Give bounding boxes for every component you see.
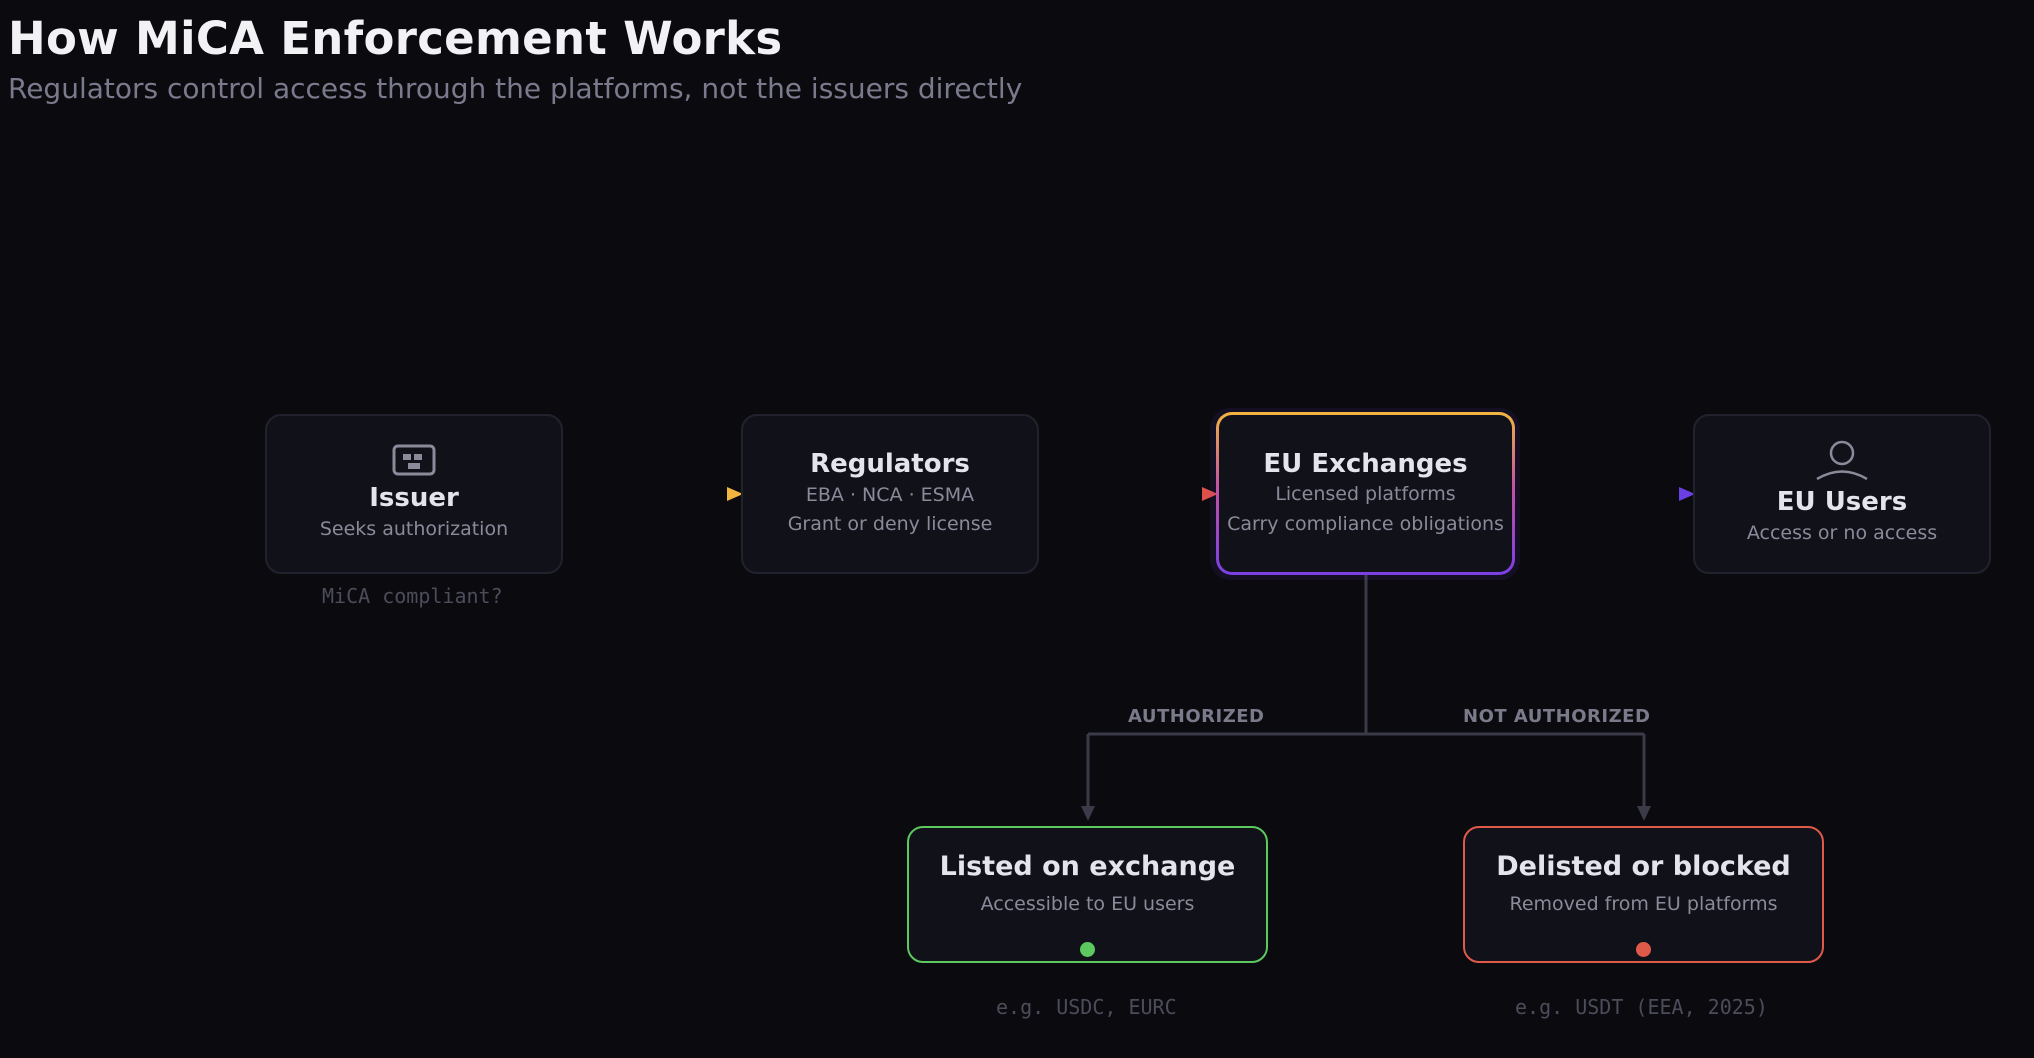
users-node: EU Users Access or no access [1693, 414, 1991, 574]
delisted-node: Delisted or blocked Removed from EU plat… [1463, 826, 1824, 963]
regulators-description: Grant or deny license [787, 513, 993, 536]
issuer-node: Issuer Seeks authorization [265, 414, 563, 574]
regulators-bodies: EBA · NCA · ESMA [805, 483, 975, 506]
branch-connector [1086, 575, 1646, 808]
exchanges-node: EU Exchanges Licensed platforms Carry co… [1219, 415, 1512, 572]
listed-description: Accessible to EU users [980, 892, 1195, 915]
exchanges-label: EU Exchanges [1263, 448, 1468, 479]
arrow-issuer-to-regulators [563, 487, 743, 501]
exchanges-obligations: Carry compliance obligations [1227, 512, 1504, 535]
arrow-head-authorized [1081, 806, 1095, 821]
users-label: EU Users [1776, 487, 1908, 518]
user-icon [1814, 440, 1870, 481]
arrow-exchanges-to-users [1515, 487, 1695, 501]
users-description: Access or no access [1746, 521, 1938, 544]
issuer-label: Issuer [369, 483, 459, 514]
page-subtitle: Regulators control access through the pl… [8, 72, 1023, 105]
delisted-label: Delisted or blocked [1496, 850, 1791, 882]
arrow-head-not-authorized [1637, 806, 1651, 821]
listed-example: e.g. USDC, EURC [996, 995, 1177, 1019]
branch-label-not-authorized: NOT AUTHORIZED [1463, 706, 1651, 727]
issuer-note: MiCA compliant? [322, 584, 503, 608]
listed-node: Listed on exchange Accessible to EU user… [907, 826, 1268, 963]
listed-label: Listed on exchange [939, 850, 1236, 882]
building-icon [392, 444, 436, 476]
regulators-label: Regulators [810, 449, 970, 480]
regulators-node: Regulators EBA · NCA · ESMA Grant or den… [741, 414, 1039, 574]
page-title: How MiCA Enforcement Works [8, 12, 783, 65]
branch-label-authorized: AUTHORIZED [1128, 706, 1265, 727]
arrow-regulators-to-exchanges [1039, 487, 1218, 501]
delisted-example: e.g. USDT (EEA, 2025) [1515, 995, 1768, 1019]
delisted-description: Removed from EU platforms [1509, 892, 1778, 915]
status-dot-red [1635, 942, 1651, 957]
exchanges-description: Licensed platforms [1275, 483, 1456, 506]
exchanges-border: EU Exchanges Licensed platforms Carry co… [1216, 412, 1515, 575]
status-dot-green [1079, 942, 1095, 957]
issuer-description: Seeks authorization [319, 517, 509, 540]
